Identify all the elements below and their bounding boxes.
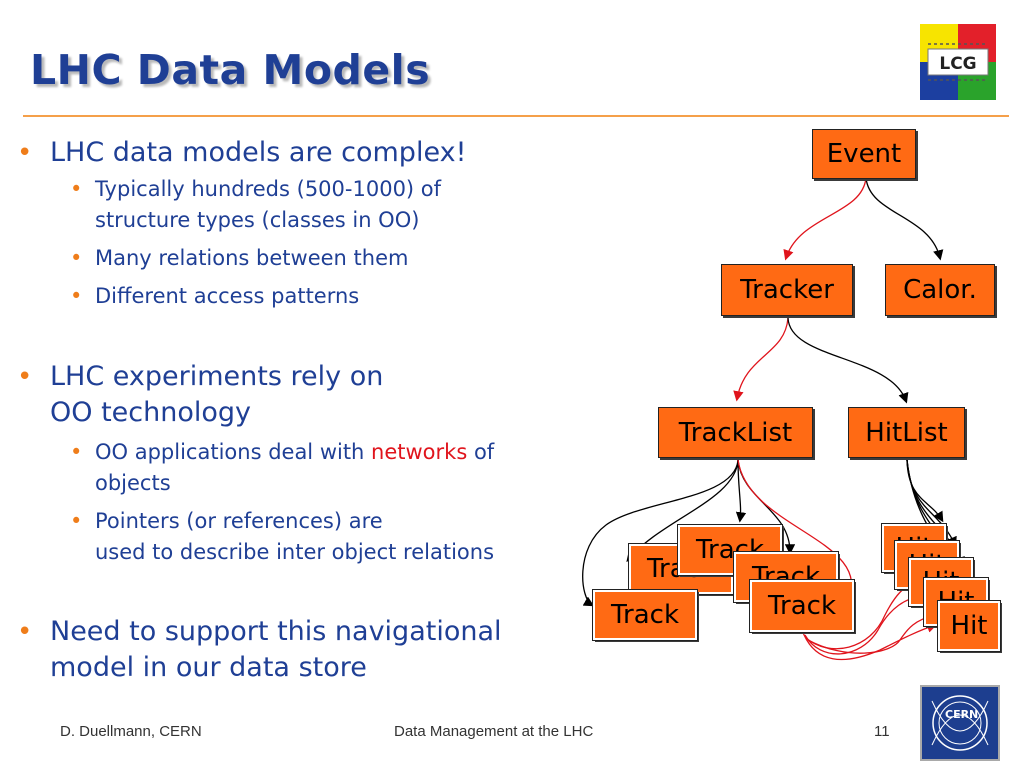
bullet-1-text: LHC data models are complex! — [50, 137, 467, 168]
bullet-2-sub-1-cont: objects — [95, 468, 171, 499]
bullet-2-sub-1-highlight: networks — [371, 440, 468, 464]
bullet-2-line2: OO technology — [50, 397, 252, 428]
bullet-1-sub-3: • Different access patterns — [70, 284, 360, 308]
footer-title: Data Management at the LHC — [394, 723, 594, 740]
cern-logo: CERN — [920, 685, 1000, 761]
edge-event-calor — [865, 177, 944, 261]
edge-track-hit-2 — [804, 591, 928, 655]
page-title: LHC Data Models — [30, 46, 431, 94]
bullet-2-sub-2-line1: Pointers (or references) are — [95, 509, 383, 533]
bullet-3: • Need to support this navigational — [17, 616, 502, 647]
bullet-1-sub-1-cont: structure types (classes in OO) — [95, 205, 419, 236]
bullet-2-cont: OO technology — [50, 396, 251, 430]
bullet-2-sub-1-pre: OO applications deal with — [95, 440, 372, 464]
track-box: Track — [592, 589, 698, 641]
bullet-3-line1: Need to support this navigational — [50, 616, 502, 647]
cern-logo-text: CERN — [945, 708, 978, 721]
title-divider — [23, 115, 1009, 117]
edge-tracklist-track-c — [735, 459, 747, 523]
bullet-2-sub-2-cont: used to describe inter object relations — [95, 537, 494, 568]
page-number: 11 — [874, 723, 890, 740]
bullet-1-sub-2: • Many relations between them — [70, 246, 409, 270]
track-box: Track — [749, 579, 855, 633]
edge-tracklist-track-a — [582, 459, 739, 607]
bullet-2-sub-2-line2: used to describe inter object relations — [95, 540, 495, 564]
bullet-2-sub-1: • OO applications deal with networks of — [70, 440, 495, 464]
bullet-2-sub-2: • Pointers (or references) are — [70, 509, 383, 533]
bullet-1-sub-1-line2: structure types (classes in OO) — [95, 208, 420, 232]
lcg-logo-text: LCG — [939, 54, 976, 74]
bullet-1-sub-3-text: Different access patterns — [95, 284, 360, 308]
bullet-2-sub-1-line2: objects — [95, 471, 171, 495]
tracklist-box: TrackList — [658, 407, 813, 458]
hit-box: Hit — [937, 600, 1001, 652]
bullet-dot: • — [17, 138, 33, 168]
tracker-box: Tracker — [721, 264, 853, 316]
bullet-3-line2: model in our data store — [50, 652, 367, 683]
bullet-1: • LHC data models are complex! — [17, 136, 467, 170]
edge-track-hit-4 — [807, 611, 938, 654]
bullet-2-line1: LHC experiments rely on — [50, 361, 384, 392]
calor-box: Calor. — [885, 264, 995, 316]
event-box: Event — [812, 129, 916, 179]
bullet-2-sub-1-post: of — [467, 440, 495, 464]
edge-tracker-tracklist — [733, 317, 789, 402]
edge-tracker-hitlist — [787, 317, 909, 404]
bullet-1-sub-2-text: Many relations between them — [95, 246, 409, 270]
bullet-2: • LHC experiments rely on — [17, 361, 384, 392]
bullet-1-sub-1: • Typically hundreds (500-1000) of — [70, 177, 442, 201]
edge-event-tracker — [783, 177, 867, 261]
footer-author: D. Duellmann, CERN — [60, 723, 202, 740]
bullet-3-cont: model in our data store — [50, 651, 367, 685]
hitlist-box: HitList — [848, 407, 965, 458]
lcg-logo: LCG — [918, 22, 998, 102]
bullet-1-sub-1-line1: Typically hundreds (500-1000) of — [95, 177, 442, 201]
